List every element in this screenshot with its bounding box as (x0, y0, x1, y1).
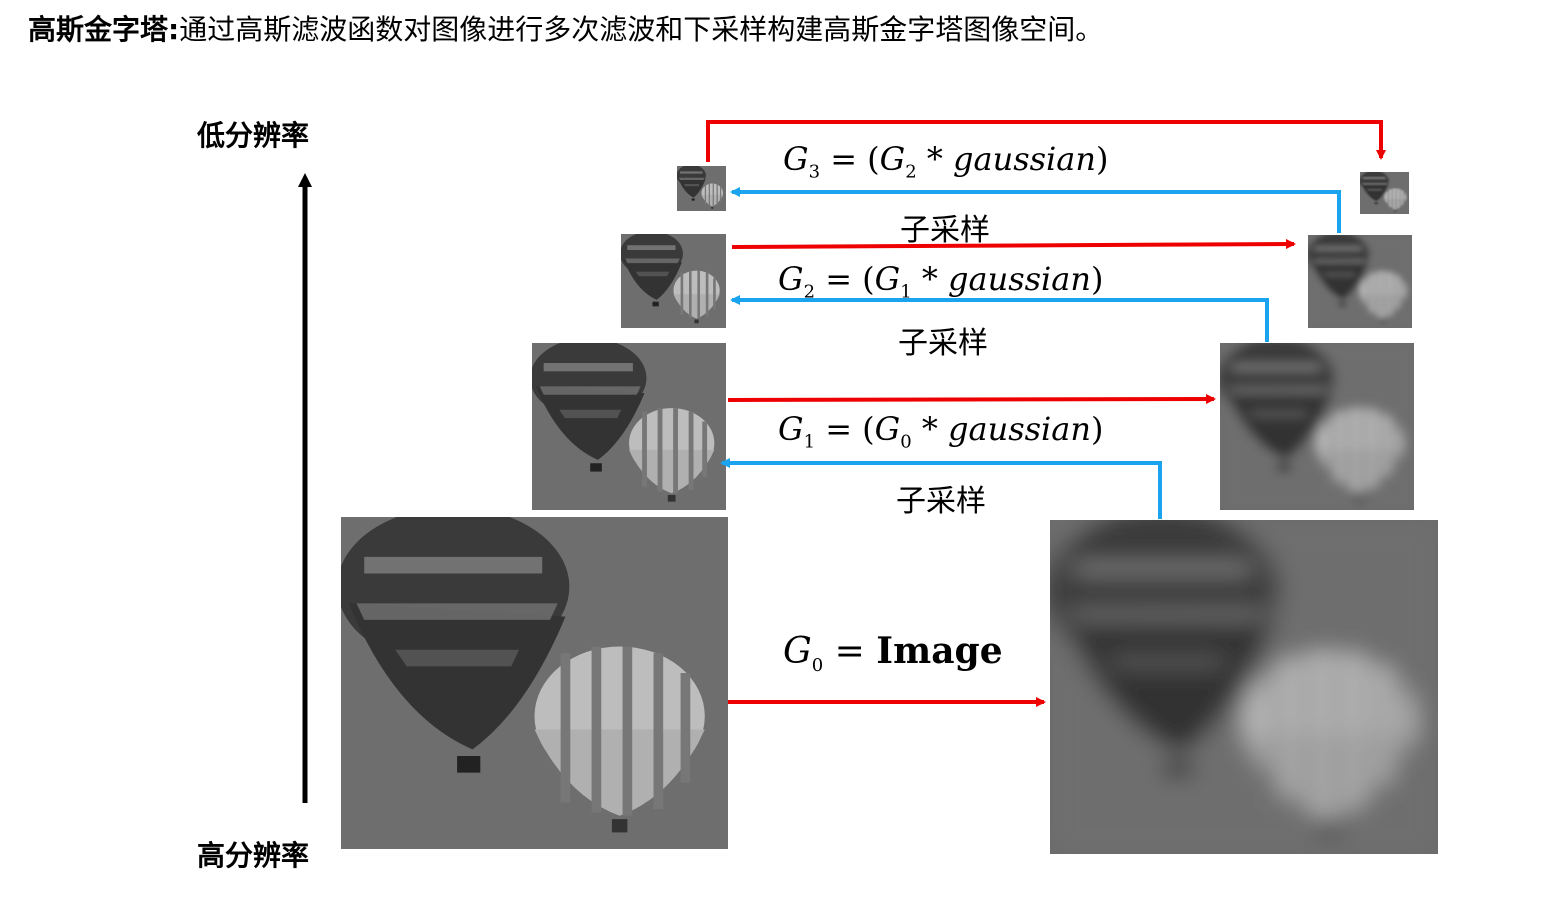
pyramid-image-level1-blurred (1220, 343, 1414, 510)
pyramid-image-level2-blurred (1308, 235, 1412, 328)
pyramid-image-level0-sharp (341, 517, 728, 849)
high-resolution-label: 高分辨率 (197, 839, 310, 872)
red-arrow-level1 (727, 394, 1216, 405)
pyramid-image-level2-sharp (621, 234, 726, 328)
header-description: 通过高斯滤波函数对图像进行多次滤波和下采样构建高斯金字塔图像空间。 (179, 13, 1104, 46)
formula-g3: G3 = (G2 * gaussian) (783, 140, 1109, 183)
pyramid-image-level3-blurred (1360, 172, 1409, 214)
blue-arrow-subsample-3 (730, 187, 1341, 233)
pyramid-image-level0-blurred (1050, 520, 1438, 854)
subsample-label-1: 子采样 (896, 484, 986, 519)
formula-g2: G2 = (G1 * gaussian) (778, 260, 1104, 303)
subsample-label-2: 子采样 (898, 326, 988, 361)
page-header: 高斯金字塔:通过高斯滤波函数对图像进行多次滤波和下采样构建高斯金字塔图像空间。 (28, 10, 1103, 50)
pyramid-image-level1-sharp (532, 343, 726, 510)
blue-arrow-subsample-2 (730, 295, 1269, 342)
formula-g1: G1 = (G0 * gaussian) (778, 410, 1104, 453)
pyramid-image-level3-sharp (677, 166, 726, 211)
red-arrow-level2 (731, 239, 1296, 250)
low-resolution-label: 低分辨率 (197, 119, 310, 152)
formula-g0: G0 = Image (783, 630, 1003, 677)
header-title: 高斯金字塔: (28, 13, 180, 46)
subsample-label-3: 子采样 (900, 213, 990, 248)
